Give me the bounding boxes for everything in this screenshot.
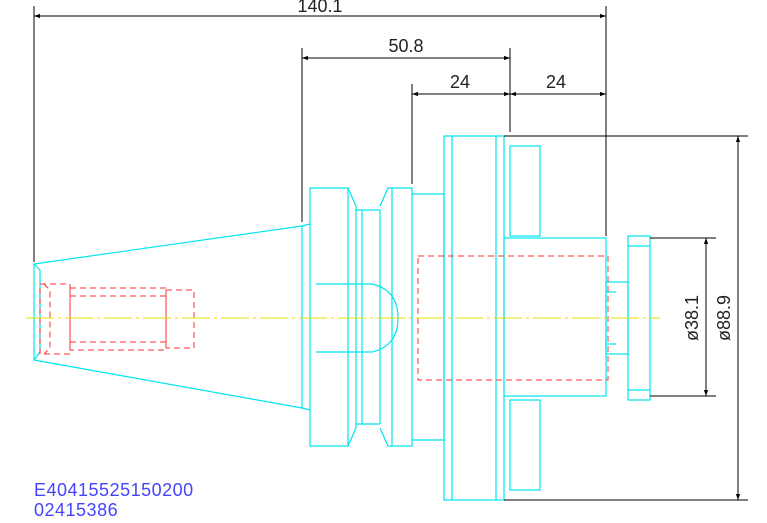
- dim-taper-to-flange: 50.8: [388, 36, 423, 56]
- dim-hub-length: 24: [546, 72, 566, 92]
- dim-hub-diameter: ø38.1: [682, 295, 702, 341]
- hub: [503, 237, 607, 397]
- hidden-bore-thread: [69, 287, 167, 351]
- taper-shank: [33, 225, 303, 409]
- v-flange-ring-left: [301, 187, 357, 447]
- drive-lug-top: [509, 145, 541, 237]
- part-code-line2: 02415386: [34, 500, 119, 520]
- hidden-bore-step: [165, 289, 195, 349]
- v-groove: [356, 209, 381, 425]
- drive-lug-bottom: [509, 399, 541, 491]
- collar: [412, 193, 445, 441]
- dim-flange-diameter: ø88.9: [714, 295, 734, 341]
- dim-overall-length: 140.1: [297, 0, 342, 16]
- hidden-bore-front: [39, 283, 71, 355]
- v-flange-ring-right: [379, 187, 413, 447]
- dimension-lines: [33, 6, 748, 501]
- dim-collar-length: 24: [450, 72, 470, 92]
- part-code-line1: E40415525150200: [34, 480, 194, 500]
